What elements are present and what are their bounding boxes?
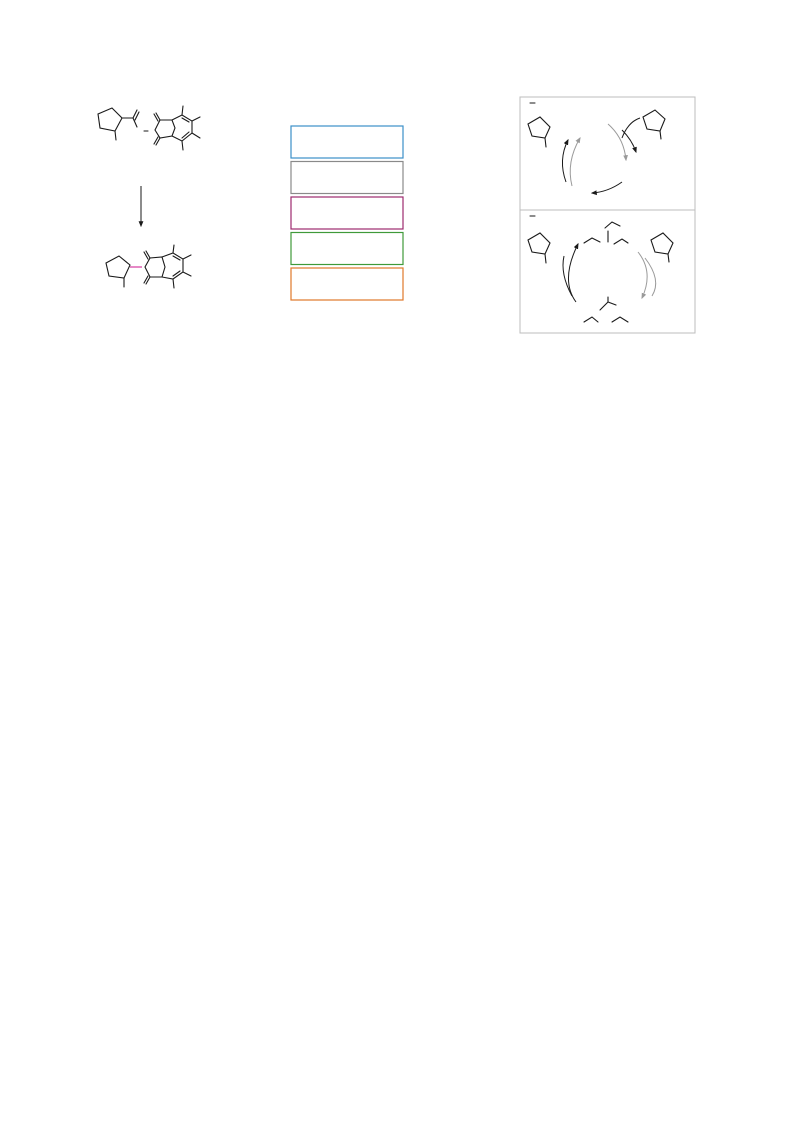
product-structure <box>105 244 192 289</box>
catalytic-cycle-arrow-icon <box>621 129 637 154</box>
catalytic-cycle-arrow-icon <box>644 257 657 297</box>
catalytic-cycle-arrow-icon <box>637 251 648 300</box>
legend-box-purple <box>290 196 404 230</box>
catalytic-cycle-arrow-icon <box>607 123 628 162</box>
legend-box-grey <box>290 160 404 195</box>
legend-box-green <box>290 231 404 266</box>
catalytic-cycle-arrow-icon <box>621 117 641 139</box>
cycle-panel-bottom-content <box>527 215 674 323</box>
catalytic-cycle-arrow-icon <box>562 255 573 297</box>
starting-material-structure <box>97 105 201 151</box>
legend-box-list <box>290 125 404 301</box>
catalytic-cycle-arrow-icon <box>590 181 623 196</box>
catalytic-cycle-arrow-icon <box>567 242 579 303</box>
cycle-panel-top <box>519 96 696 211</box>
legend-box-orange <box>290 267 404 301</box>
cycle-panel-bottom <box>519 209 696 334</box>
cycle-panel-top-content <box>527 102 666 196</box>
catalytic-cycle-arrow-icon <box>569 136 581 187</box>
legend-box-blue <box>290 125 404 159</box>
catalytic-cycle-arrow-icon <box>562 138 569 183</box>
